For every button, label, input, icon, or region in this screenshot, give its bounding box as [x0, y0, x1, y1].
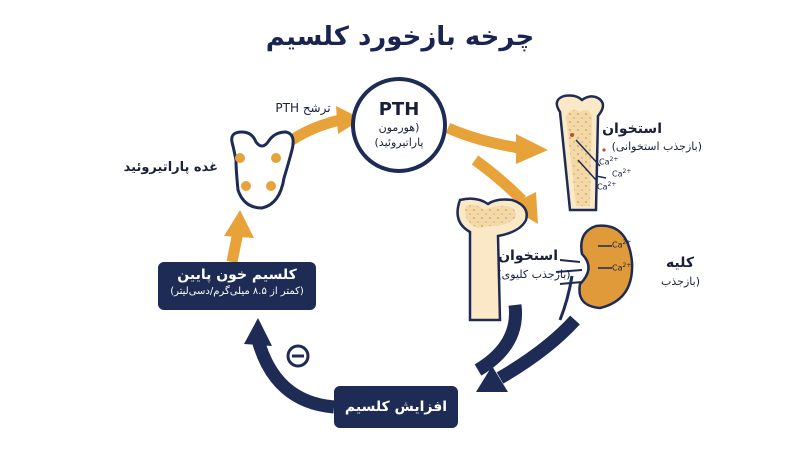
diagram-canvas: چرخه بازخورد کلسیم PTH (هورمون پاراتیروئ… — [123, 22, 702, 457]
pth-line2: پاراتیروئید) — [374, 136, 424, 149]
increase-calcium-box: افزایش کلسیم خون — [334, 386, 458, 457]
pth-label: PTH — [378, 99, 420, 120]
ca-ion-label: Ca2+ — [597, 181, 617, 192]
kidney-title: کلیه — [665, 255, 694, 271]
ca-ion-label: Ca2+ — [599, 156, 619, 167]
ca-ion-label: Ca2+ — [612, 168, 632, 179]
bone-top-title: استخوان — [602, 121, 662, 137]
minus-icon — [286, 344, 310, 368]
arrow-low-to-gland — [224, 210, 254, 264]
arrow-kidney-to-increase — [476, 315, 580, 392]
ion-arrows-bone — [570, 133, 607, 181]
bone-mid-subtitle: (بازجذب کلیوی) — [497, 268, 571, 281]
arrow-pth-to-bone — [445, 122, 548, 164]
gland-label: غده پاراتیروئید — [123, 160, 218, 175]
bone-mid-title: استخوان — [498, 248, 558, 264]
diagram-title: چرخه بازخورد کلسیم — [265, 22, 535, 52]
bone-mid-icon — [456, 197, 528, 322]
arrow-increase-to-low — [244, 318, 335, 414]
ion-arrows-kidney — [598, 245, 612, 269]
bone-top-subtitle: (بازجذب استخوانی) — [611, 140, 702, 153]
low-calcium-title: کلسیم خون پایین — [177, 267, 297, 283]
pth-secretion-label: ترشح PTH — [275, 101, 331, 115]
parathyroid-gland-icon — [230, 130, 295, 210]
diagram-graphics — [224, 77, 634, 414]
ca-ion-label: Ca2+ — [612, 262, 632, 273]
low-calcium-box: کلسیم خون پایین (کمتر از ۸.۵ میلی‌گرم/دس… — [158, 262, 316, 310]
kidney-subtitle: (بازجذب — [661, 275, 700, 288]
low-calcium-subtitle: (کمتر از ۸.۵ میلی‌گرم/دسی‌لیتر) — [170, 286, 304, 297]
ca-ion-label: Ca2+ — [612, 239, 632, 250]
arrow-bone-to-increase — [474, 304, 523, 376]
pth-circle — [351, 77, 447, 173]
pth-line1: (هورمون — [378, 121, 420, 134]
kidney-icon — [555, 224, 634, 321]
